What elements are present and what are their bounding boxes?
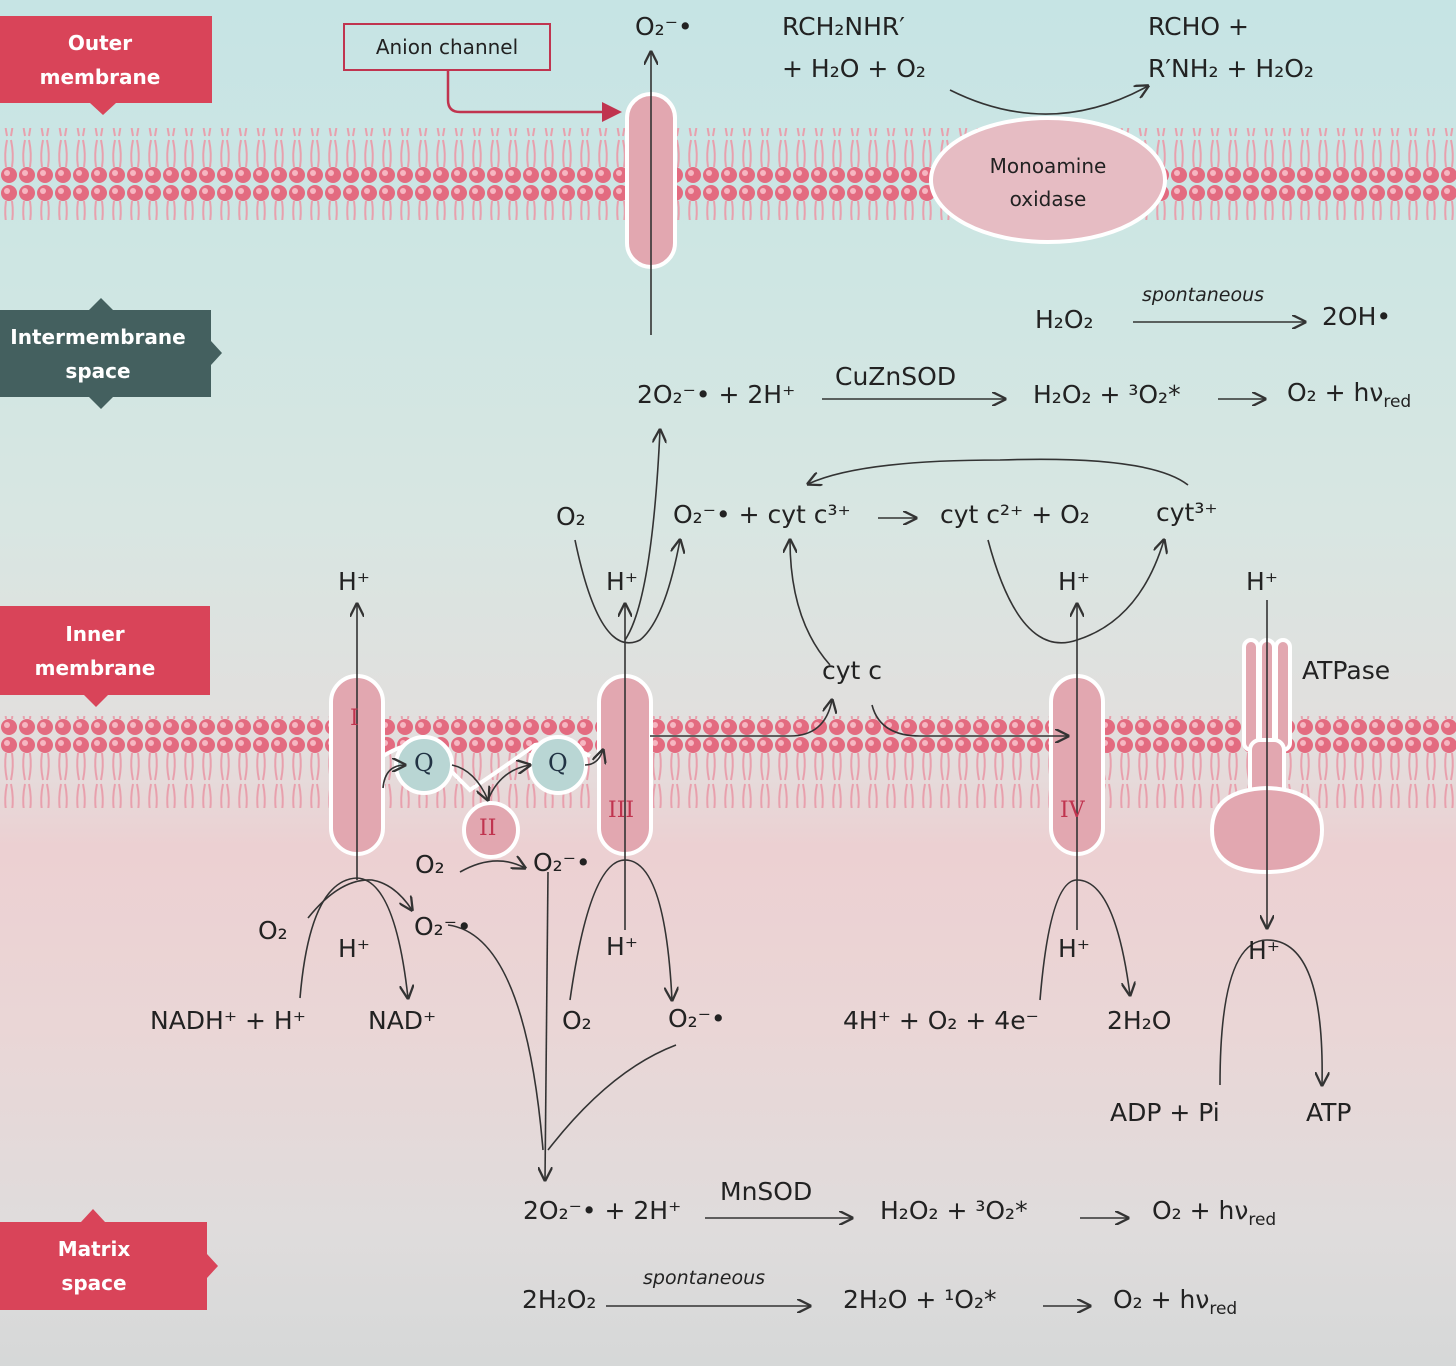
proton-atpase-matrix: H⁺ [1248,936,1280,965]
proton-complex-i-ims: H⁺ [338,567,370,596]
mao-substrate-line2: + H₂O + O₂ [782,54,926,83]
matrix-h2o2: 2H₂O₂ [522,1285,597,1314]
matrix-oxygen-ii: O₂ [415,850,445,879]
outer-membrane-label-bg [0,16,212,115]
proton-complex-iii-ims: H⁺ [606,567,638,596]
ims-light-emission: O₂ + hνred [1287,378,1412,412]
mao-substrate-line1: RCH₂NHR′ [782,12,905,41]
proton-complex-iv-matrix: H⁺ [1058,934,1090,963]
ims-spontaneous-label: spontaneous [1142,284,1265,306]
matrix-superoxide-ii: O₂⁻• [533,848,591,877]
q2-label: Q [548,749,568,777]
superoxide-released: O₂⁻• [635,12,693,41]
intermembrane-label-bg [0,298,222,409]
monoamine-oxidase [929,116,1167,244]
anion-channel-label: Anion channel [343,23,551,71]
proton-complex-iv-ims: H⁺ [1058,567,1090,596]
mao-product-line1: RCHO + [1148,12,1249,41]
matrix-sod-product: H₂O₂ + ³O₂* [880,1196,1028,1225]
inner-membrane-bilayer [0,716,1456,808]
ims-cyt3plus: cyt³⁺ [1156,498,1218,527]
adp-pi: ADP + Pi [1110,1098,1220,1127]
matrix-label-bg [0,1209,218,1310]
ims-cuznsod-label: CuZnSOD [835,362,957,391]
complex-iii-label: III [608,798,635,823]
matrix-light-emission-1: O₂ + hνred [1152,1196,1277,1230]
nadh: NADH⁺ + H⁺ [150,1006,306,1035]
proton-atpase-ims: H⁺ [1246,567,1278,596]
matrix-sod-substrate: 2O₂⁻• + 2H⁺ [523,1196,682,1225]
matrix-superoxide-i: O₂⁻• [414,912,472,941]
matrix-oxygen-iii: O₂ [562,1006,592,1035]
ims-sod-substrate: 2O₂⁻• + 2H⁺ [637,380,796,409]
cytochrome-c: cyt c [822,656,883,685]
proton-complex-i-matrix: H⁺ [338,934,370,963]
outer-membrane-bilayer [0,128,1456,220]
atpase-label: ATPase [1302,656,1391,685]
inner-membrane-label-bg [0,606,210,707]
ims-hydroxyl-radical: 2OH• [1322,302,1392,331]
nad: NAD⁺ [368,1006,437,1035]
mao-product-line2: R′NH₂ + H₂O₂ [1148,54,1314,83]
ims-cytc-oxidation-left: O₂⁻• + cyt c³⁺ [673,500,851,529]
complex-ii [462,801,520,859]
matrix-light-emission-2: O₂ + hνred [1113,1285,1238,1319]
matrix-superoxide-iii: O₂⁻• [668,1004,726,1033]
complex-ii-label: II [479,816,497,841]
ims-oxygen: O₂ [556,502,586,531]
atp: ATP [1306,1098,1352,1127]
matrix-singlet-oxygen: 2H₂O + ¹O₂* [843,1285,997,1314]
matrix-spontaneous-label: spontaneous [643,1267,766,1289]
ims-cytc-oxidation-right: cyt c²⁺ + O₂ [940,500,1090,529]
matrix-mnsod-label: MnSOD [720,1177,813,1206]
ims-sod-product: H₂O₂ + ³O₂* [1033,380,1181,409]
complex-iv-reactants: 4H⁺ + O₂ + 4e⁻ [843,1006,1039,1035]
complex-iv-water: 2H₂O [1107,1006,1172,1035]
q1-label: Q [414,749,434,777]
matrix-oxygen-i: O₂ [258,916,288,945]
proton-complex-iii-matrix: H⁺ [606,932,638,961]
complex-iv-label: IV [1060,798,1085,823]
ims-h2o2: H₂O₂ [1035,305,1094,334]
complex-i-label: I [350,706,359,731]
